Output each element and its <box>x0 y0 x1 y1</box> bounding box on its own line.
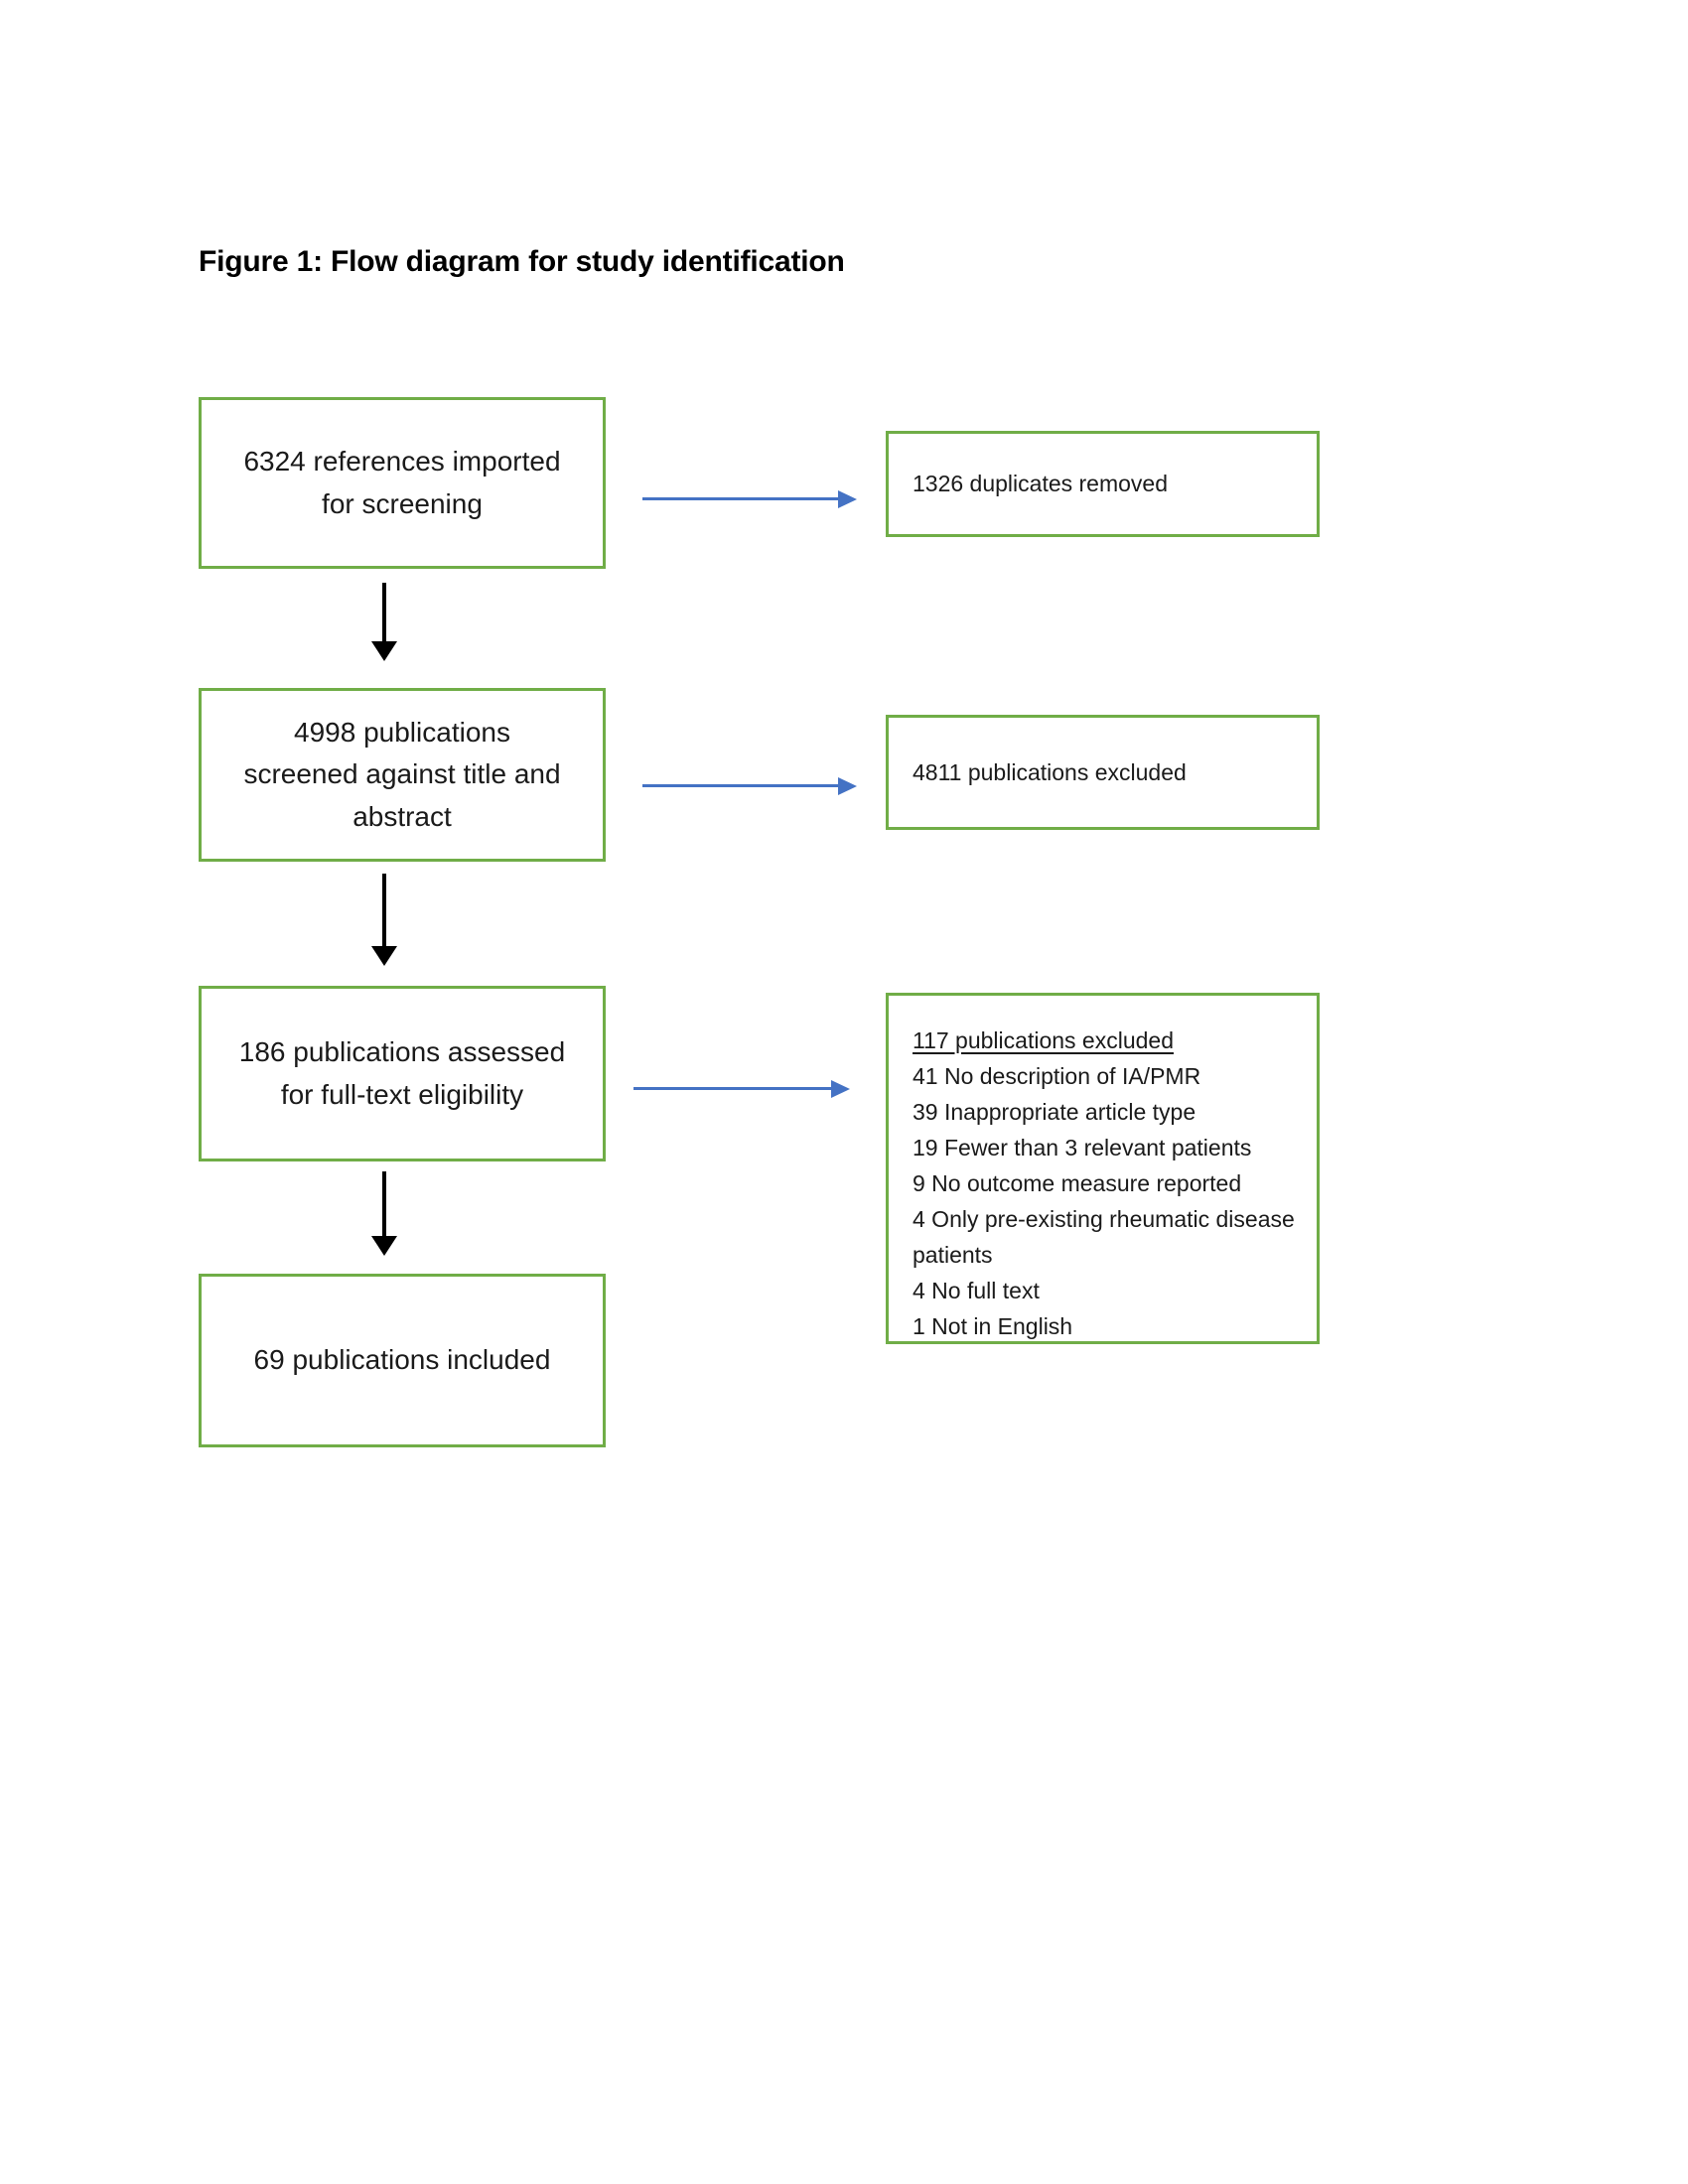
exclusion-heading: 117 publications excluded <box>913 1027 1174 1053</box>
right-arrow-icon <box>642 776 857 795</box>
box-fulltext-eligibility: 186 publications assessed for full-text … <box>199 986 606 1161</box>
exclusion-reason: 39 Inappropriate article type <box>913 1099 1196 1125</box>
publications-excluded-label: 4811 publications excluded <box>913 758 1187 785</box>
exclusion-reason: 4 No full text <box>913 1278 1040 1303</box>
exclusion-reason: 41 No description of IA/PMR <box>913 1063 1201 1089</box>
exclusion-reason: 4 Only pre-existing rheumatic disease pa… <box>913 1206 1295 1268</box>
down-arrowhead-icon <box>371 1236 397 1256</box>
right-arrow-icon <box>633 1079 850 1098</box>
right-arrowhead-icon <box>831 1079 850 1098</box>
box-title-abstract-screening: 4998 publications screened against title… <box>199 688 606 862</box>
exclusion-reason: 19 Fewer than 3 relevant patients <box>913 1135 1252 1160</box>
duplicates-removed-label: 1326 duplicates removed <box>913 471 1168 496</box>
box-publications-excluded-screening: 4811 publications excluded <box>886 715 1320 830</box>
right-arrow-icon <box>642 489 857 508</box>
right-arrowhead-icon <box>838 776 857 795</box>
down-arrow-icon <box>371 1171 397 1256</box>
box-publications-excluded-fulltext: 117 publications excluded 41 No descript… <box>886 993 1320 1344</box>
box-publications-included: 69 publications included <box>199 1274 606 1447</box>
down-arrow-icon <box>371 583 397 661</box>
box-references-imported: 6324 references imported for screening <box>199 397 606 569</box>
figure-title: Figure 1: Flow diagram for study identif… <box>199 245 845 278</box>
down-arrowhead-icon <box>371 641 397 661</box>
down-arrowhead-icon <box>371 946 397 966</box>
right-arrowhead-icon <box>838 489 857 508</box>
box-duplicates-removed: 1326 duplicates removed <box>886 431 1320 537</box>
exclusion-reason: 9 No outcome measure reported <box>913 1170 1242 1196</box>
exclusion-reason: 1 Not in English <box>913 1313 1073 1339</box>
down-arrow-icon <box>371 874 397 966</box>
